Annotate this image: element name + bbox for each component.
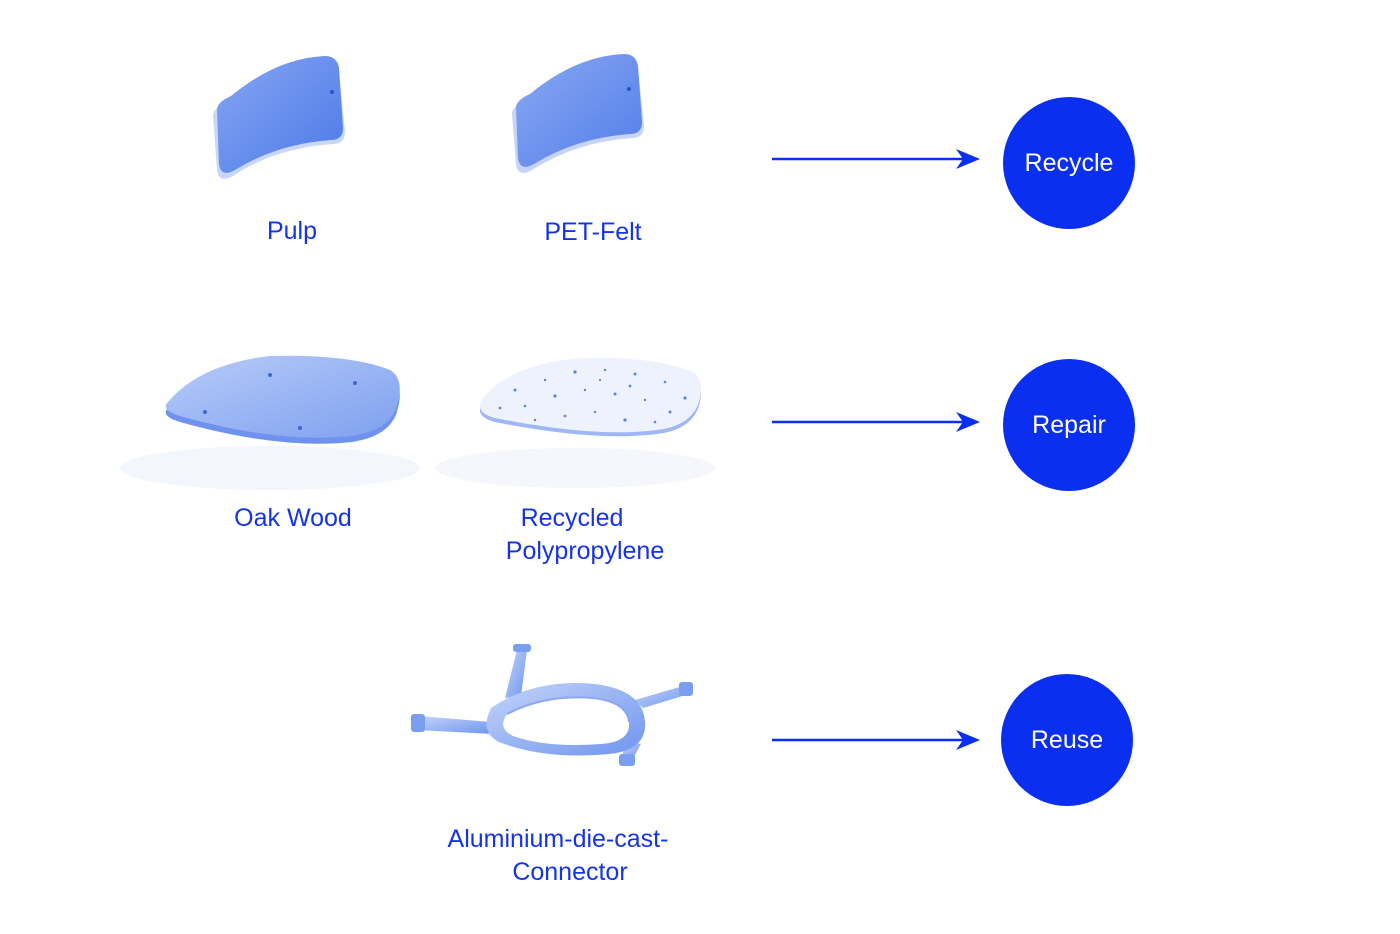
arrow-to-recycle — [772, 149, 980, 169]
material-label-polypropylene: Polypropylene — [505, 537, 665, 565]
outcome-recycle-circle: Recycle — [1003, 97, 1135, 229]
outcome-reuse-circle: Reuse — [1001, 674, 1133, 806]
aluminium-connector-icon — [411, 644, 693, 766]
outcome-repair-circle: Repair — [1003, 359, 1135, 491]
seat-polypropylene-icon — [435, 357, 715, 488]
outcome-reuse-label: Reuse — [1030, 725, 1104, 754]
arrow-to-reuse — [772, 730, 980, 750]
material-label-pet-felt: PET-Felt — [544, 218, 642, 246]
material-label-recycled: Recycled — [520, 504, 624, 532]
outcome-recycle-label: Recycle — [1024, 148, 1114, 177]
backrest-pulp-icon — [213, 56, 345, 179]
material-label-pulp: Pulp — [266, 217, 318, 245]
material-label-connector: Connector — [512, 858, 628, 886]
backrest-felt-icon — [512, 54, 644, 173]
outcome-repair-label: Repair — [1032, 410, 1106, 439]
seat-oak-icon — [120, 355, 420, 490]
arrow-to-repair — [772, 412, 980, 432]
material-label-oak-wood: Oak Wood — [234, 504, 352, 532]
material-label-aluminium: Aluminium-die-cast- — [447, 825, 669, 853]
